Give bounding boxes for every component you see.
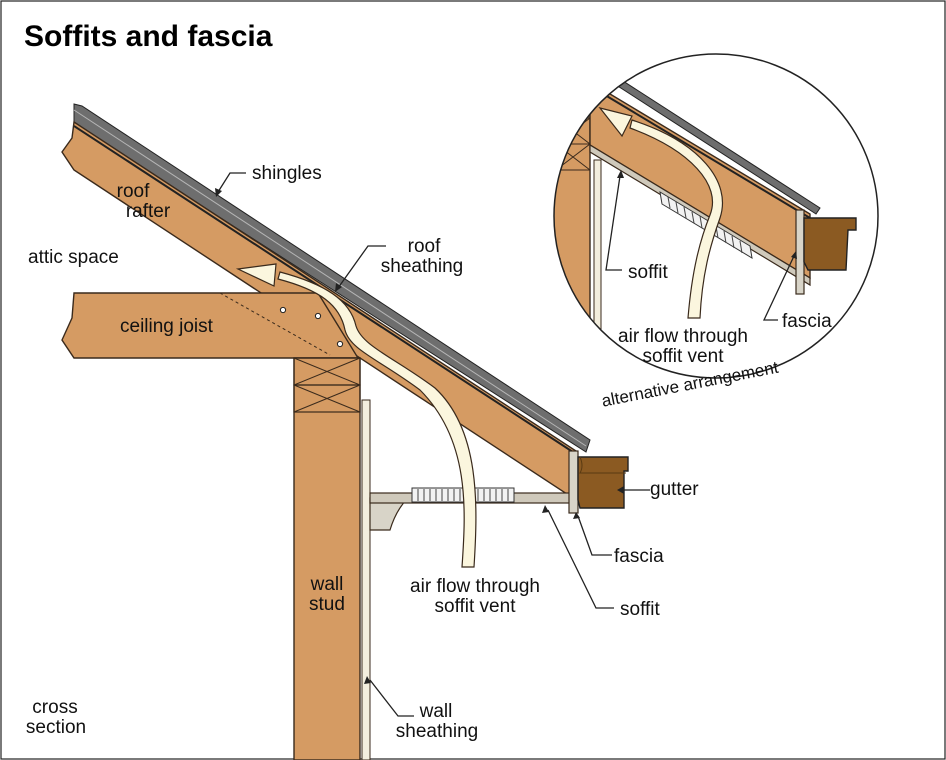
inset-label-air-flow-line1: air flow through: [618, 326, 748, 347]
label-air-flow-line2: soffit vent: [434, 596, 516, 617]
label-cross-section-line2: section: [25, 717, 87, 738]
top-plate: [293, 384, 361, 413]
label-ceiling-joist: ceiling joist: [120, 316, 213, 337]
label-attic-space: attic space: [28, 247, 119, 268]
label-shingles: shingles: [252, 163, 322, 184]
inset-air-flow-arrow: [629, 119, 724, 319]
label-wall-sheathing-line2: sheathing: [395, 721, 479, 742]
air-flow-arrow: [277, 271, 477, 568]
wall-sheathing: [361, 399, 371, 760]
label-soffit: soffit: [620, 599, 660, 620]
label-fascia: fascia: [614, 546, 664, 567]
inset-detail: [554, 54, 878, 378]
inset-sheathing-line: [589, 85, 811, 219]
main-cross-section: [61, 103, 650, 760]
gutter-detail: [579, 456, 626, 474]
air-flow-arrowhead: [235, 263, 277, 287]
inset-wall-stud: [554, 99, 591, 378]
inset-soffit: [589, 143, 811, 287]
leader-arrowheads: [215, 188, 624, 684]
nail: [279, 306, 287, 314]
inset-leader-arrowheads: [617, 170, 797, 259]
shingles: [73, 103, 591, 453]
label-wall-sheathing-line1: wall: [419, 701, 453, 722]
gutter: [577, 456, 629, 509]
shingle-highlight: [73, 109, 587, 447]
label-air-flow-line1: air flow through: [410, 576, 540, 597]
label-gutter: gutter: [650, 479, 699, 500]
nail: [314, 312, 322, 320]
nail: [336, 340, 344, 348]
inset-gutter: [803, 217, 857, 271]
label-roof-rafter-line1: roof: [116, 181, 150, 202]
label-wall-stud-line1: wall: [310, 574, 344, 595]
label-roof-sheathing-line1: roof: [407, 236, 441, 257]
label-wall-stud-line2: stud: [309, 594, 345, 615]
inset-label-fascia: fascia: [782, 311, 832, 332]
label-cross-section-line1: cross: [32, 697, 78, 718]
inset-leaders: [605, 175, 795, 321]
inset-label-soffit: soffit: [628, 262, 668, 283]
label-roof-sheathing-line2: sheathing: [380, 256, 464, 277]
inset-fascia: [795, 209, 805, 295]
fascia-board: [568, 450, 579, 514]
diagram-title: Soffits and fascia: [24, 20, 273, 53]
wall-stud: [293, 357, 361, 760]
leaders: [217, 172, 650, 717]
inset-label-air-flow-line2: soffit vent: [642, 346, 724, 367]
top-plate-cross: [293, 357, 361, 413]
inset-circle: [553, 53, 879, 379]
inset-air-flow-arrowhead: [598, 106, 633, 138]
label-roof-rafter-line2: rafter: [125, 201, 171, 222]
inset-wall-sheathing: [593, 159, 602, 378]
